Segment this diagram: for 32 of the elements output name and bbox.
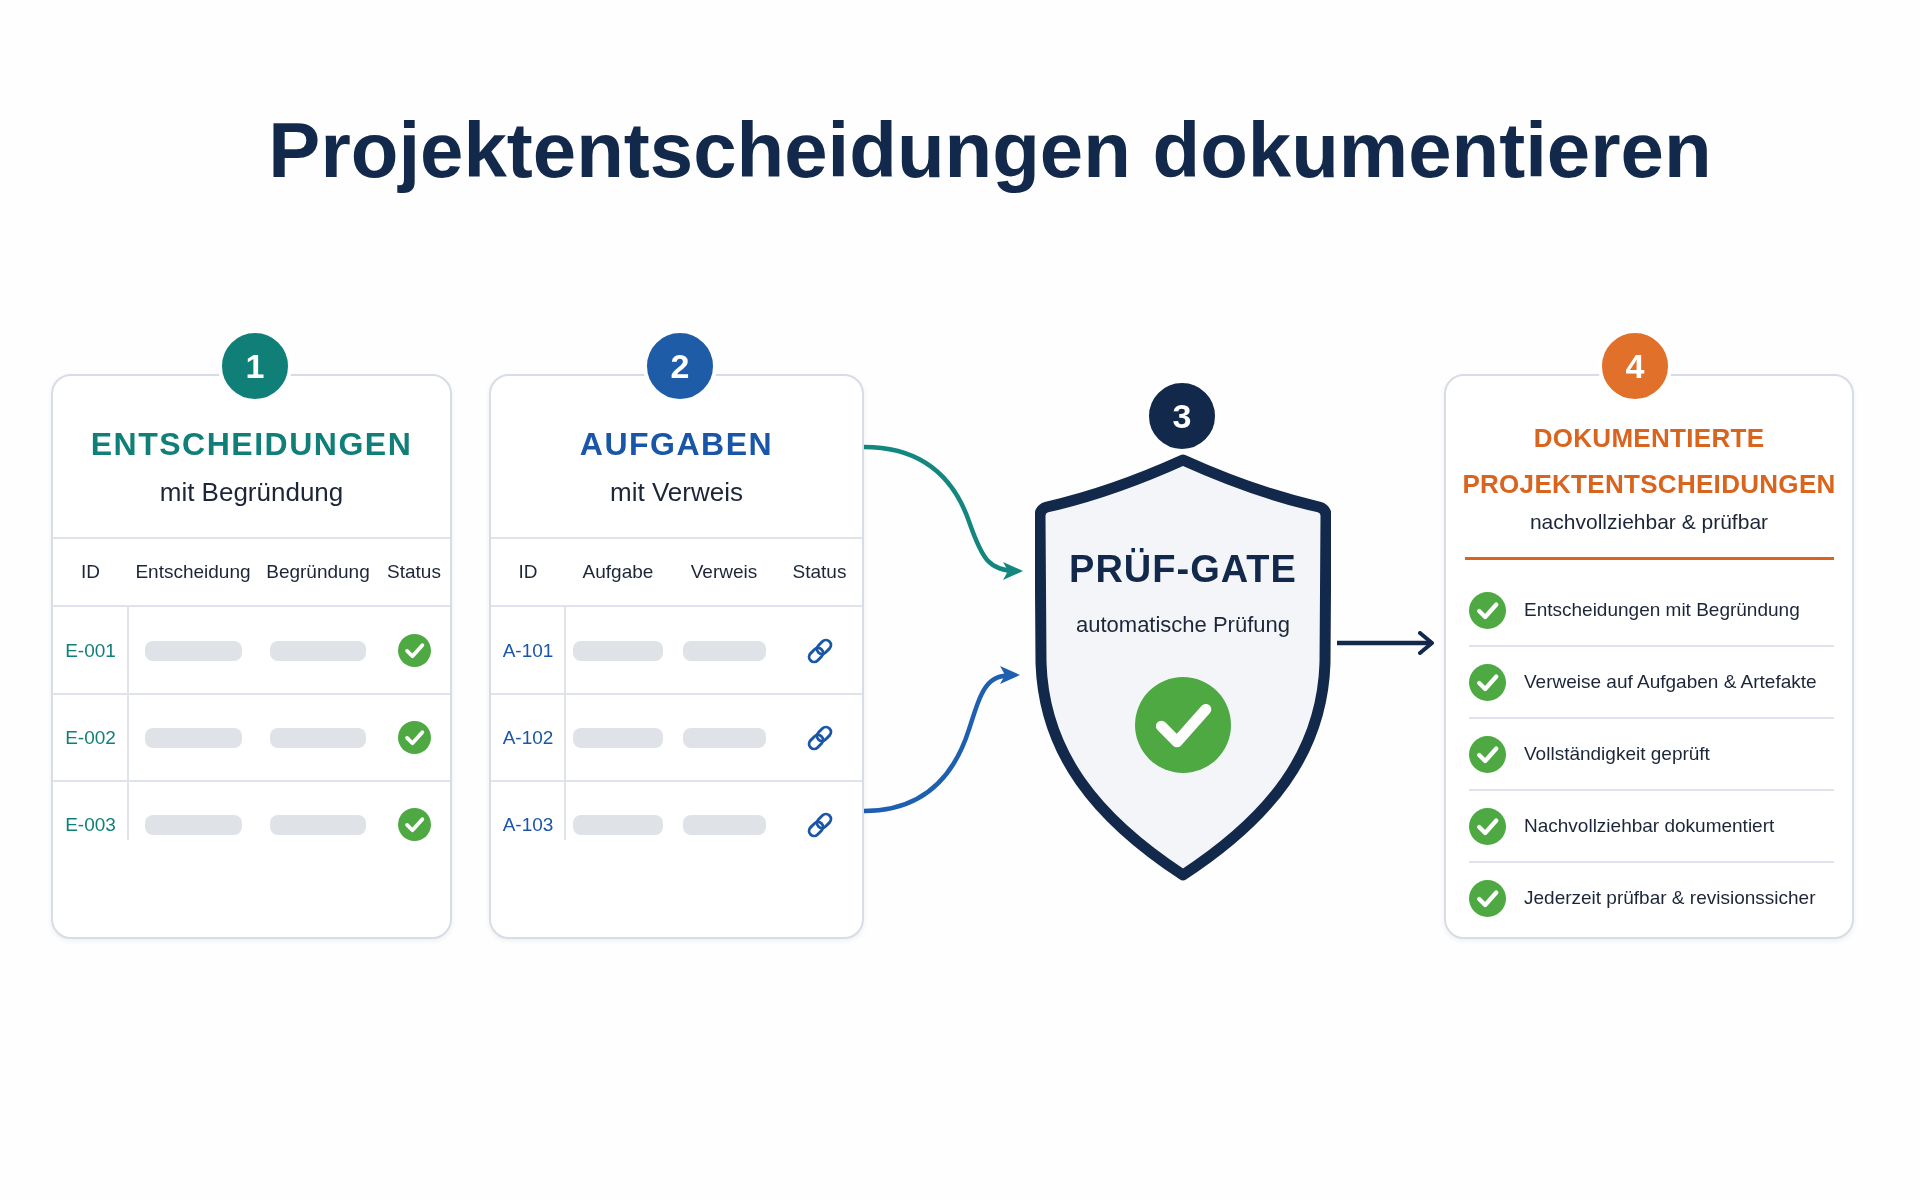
row-id: A-103 (502, 812, 554, 837)
column-header: Aufgabe (582, 560, 654, 584)
shield-shape (1035, 453, 1331, 882)
row-id: E-002 (65, 725, 116, 750)
row-id: E-001 (65, 638, 116, 663)
gate-heading: PRÜF-GATE (1069, 547, 1297, 591)
column-header: Entscheidung (135, 560, 251, 584)
card-heading: DOKUMENTIERTE PROJEKTENTSCHEIDUNGEN (1461, 422, 1837, 501)
checklist-item: Verweise auf Aufgaben & Artefakte (1524, 670, 1817, 694)
checklist-item: Vollständigkeit geprüft (1524, 742, 1710, 766)
row-id: A-102 (502, 725, 554, 750)
connector-arrow (863, 666, 1020, 814)
card-heading: AUFGABEN (579, 425, 774, 463)
card-subtitle: nachvollziehbar & prüfbar (1529, 509, 1769, 535)
column-header: Begründung (266, 560, 370, 584)
row-id: A-101 (502, 638, 554, 663)
card-heading: ENTSCHEIDUNGEN (90, 425, 413, 463)
connector-arrow (863, 444, 1023, 580)
column-header: ID (81, 560, 100, 584)
card-subtitle: mit Begründung (159, 476, 344, 508)
card-subtitle: mit Verweis (610, 476, 743, 508)
checklist-item: Jederzeit prüfbar & revisionssicher (1524, 886, 1816, 910)
column-header: Status (387, 560, 441, 584)
page-title: Projektentscheidungen dokumentieren (268, 108, 1712, 194)
row-id: E-003 (65, 812, 116, 837)
checklist-item: Entscheidungen mit Begründung (1524, 598, 1800, 622)
checklist-item: Nachvollziehbar dokumentiert (1524, 814, 1775, 838)
column-header: Verweis (690, 560, 758, 584)
gate-subtitle: automatische Prüfung (1076, 611, 1290, 639)
connector-arrow (1337, 631, 1434, 655)
column-header: Status (792, 560, 847, 584)
column-header: ID (518, 560, 538, 584)
